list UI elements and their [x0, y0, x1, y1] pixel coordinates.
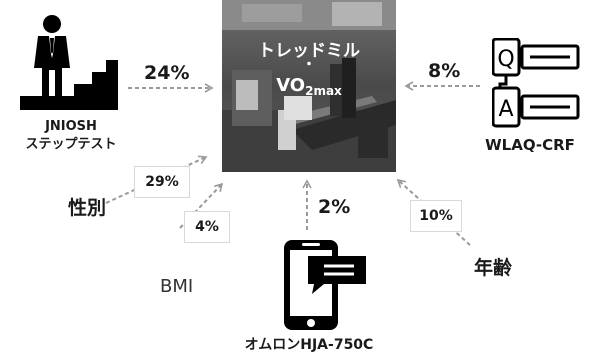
bmi-percent: 4%: [195, 219, 219, 235]
age-label: 年齢: [474, 257, 513, 279]
questionnaire-qa-icon: Q A: [491, 37, 582, 136]
arrow-age: [396, 178, 471, 246]
age-percent: 10%: [419, 208, 453, 224]
vo-main: VO: [276, 75, 306, 96]
center-title: トレッドミル: [258, 41, 360, 61]
smartphone-chat-icon: [282, 238, 372, 336]
wlaq-percent: 8%: [428, 60, 461, 82]
jniosh-label-line2: ステップテスト: [25, 137, 117, 152]
sex-label: 性別: [68, 197, 107, 219]
bmi-label: BMI: [160, 276, 194, 297]
sex-percent-box: 29%: [134, 166, 190, 198]
vo-sub: 2max: [305, 84, 342, 98]
jniosh-label-line1: JNIOSH: [45, 119, 97, 134]
arrow-sex: [105, 155, 208, 204]
center-separator: ・: [302, 57, 316, 73]
jniosh-label: JNIOSH ステップテスト: [6, 118, 136, 154]
person-on-steps-icon: [20, 14, 118, 114]
wlaq-label: WLAQ-CRF: [485, 136, 575, 154]
svg-text:A: A: [498, 97, 513, 122]
omron-label: オムロンHJA-750C: [244, 337, 374, 353]
treadmill-photo: [222, 0, 396, 172]
omron-percent: 2%: [318, 196, 351, 218]
center-vo2max: VO2max: [222, 75, 396, 98]
bmi-percent-box: 4%: [184, 211, 230, 243]
sex-percent: 29%: [145, 174, 179, 190]
age-percent-box: 10%: [410, 200, 462, 232]
jniosh-percent: 24%: [144, 62, 190, 84]
svg-text:Q: Q: [497, 47, 514, 72]
